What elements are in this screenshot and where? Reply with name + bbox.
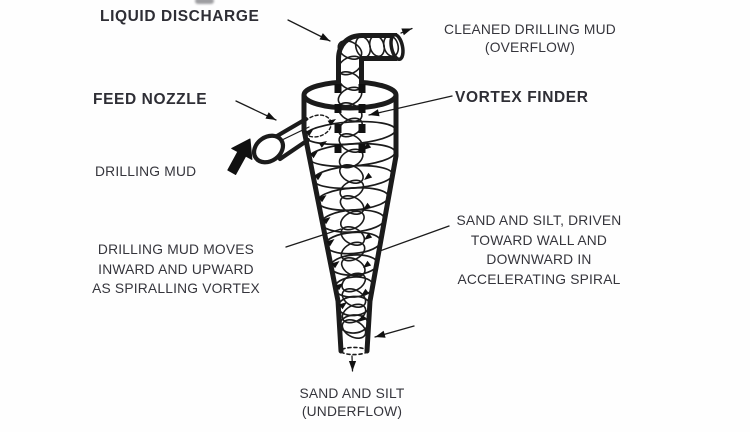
- label-drilling-mud: DRILLING MUD: [95, 164, 197, 179]
- label-liquid-discharge: LIQUID DISCHARGE: [100, 8, 260, 25]
- discharge-pipe-opening: [389, 32, 405, 62]
- outer-spiral-loops: [303, 120, 397, 334]
- label-inner-vortex: DRILLING MUD MOVES INWARD AND UPWARD AS …: [92, 242, 260, 296]
- label-outer-spiral: SAND AND SILT, DRIVEN TOWARD WALL AND DO…: [456, 213, 622, 287]
- drilling-mud-inflow-arrow-icon: [227, 138, 253, 175]
- cropped-edge-artifact: [195, 0, 214, 4]
- spout-opening: [340, 346, 368, 356]
- feed-pipe-opening: [251, 133, 286, 165]
- label-vortex-finder: VORTEX FINDER: [455, 89, 589, 106]
- flow-arrowheads: [265, 28, 412, 371]
- label-underflow: SAND AND SILT (UNDERFLOW): [299, 386, 405, 419]
- label-cleaned-mud-overflow: CLEANED DRILLING MUD (OVERFLOW): [444, 22, 616, 55]
- label-feed-nozzle: FEED NOZZLE: [93, 91, 208, 108]
- vortex-finder-dashed-tube: [334, 84, 366, 153]
